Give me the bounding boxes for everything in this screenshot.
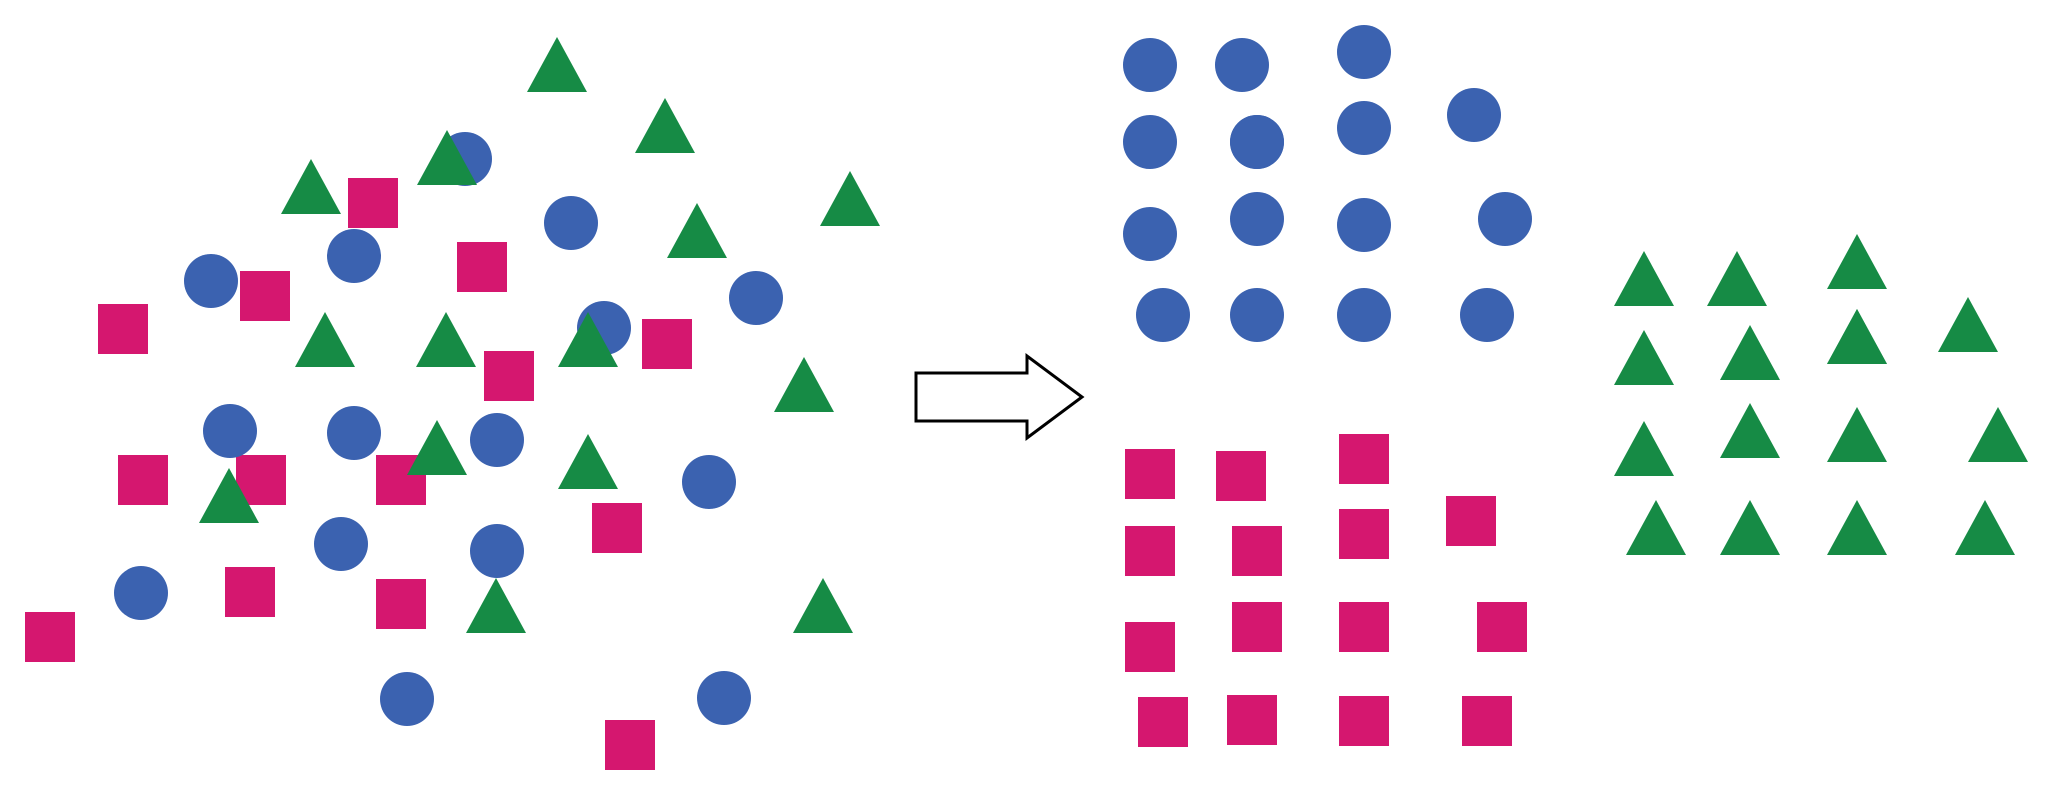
square-shape <box>1138 697 1188 747</box>
circle-shape <box>682 455 736 509</box>
circle-shape <box>729 271 783 325</box>
circle-shape <box>1478 192 1532 246</box>
triangle-shape <box>667 203 727 258</box>
square-shape <box>1339 602 1389 652</box>
circle-shape <box>1337 101 1391 155</box>
square-shape <box>484 351 534 401</box>
square-shape <box>118 455 168 505</box>
square-shape <box>457 242 507 292</box>
square-shape <box>1125 449 1175 499</box>
circle-shape <box>203 404 257 458</box>
triangle-shape <box>1968 407 2028 462</box>
square-shape <box>1477 602 1527 652</box>
sorted-triangles-group <box>1614 234 2028 555</box>
square-shape <box>1339 696 1389 746</box>
circle-shape <box>1447 88 1501 142</box>
triangle-shape <box>1614 421 1674 476</box>
triangle-shape <box>1720 403 1780 458</box>
triangle-shape <box>558 312 618 367</box>
triangle-shape <box>1827 407 1887 462</box>
circle-shape <box>1123 207 1177 261</box>
circle-shape <box>697 671 751 725</box>
triangle-shape <box>1720 500 1780 555</box>
mixed-shapes-group <box>25 37 880 770</box>
triangle-shape <box>199 468 259 523</box>
square-shape <box>98 304 148 354</box>
triangle-shape <box>407 420 467 475</box>
triangle-shape <box>1614 251 1674 306</box>
circle-shape <box>1230 288 1284 342</box>
square-shape <box>1216 451 1266 501</box>
circle-shape <box>1230 115 1284 169</box>
square-shape <box>1125 526 1175 576</box>
triangle-shape <box>1614 330 1674 385</box>
triangle-shape <box>1827 500 1887 555</box>
square-shape <box>1227 695 1277 745</box>
circle-shape <box>1337 198 1391 252</box>
triangle-shape <box>774 357 834 412</box>
triangle-shape <box>1938 297 1998 352</box>
circle-shape <box>184 254 238 308</box>
circle-shape <box>327 229 381 283</box>
square-shape <box>1339 434 1389 484</box>
square-shape <box>348 178 398 228</box>
triangle-shape <box>635 98 695 153</box>
sorted-squares-group <box>1125 434 1527 747</box>
circle-shape <box>1230 192 1284 246</box>
triangle-shape <box>820 171 880 226</box>
circle-shape <box>1136 288 1190 342</box>
triangle-shape <box>295 312 355 367</box>
circle-shape <box>1215 38 1269 92</box>
square-shape <box>1462 696 1512 746</box>
circle-shape <box>470 413 524 467</box>
triangle-shape <box>1707 251 1767 306</box>
triangle-shape <box>416 312 476 367</box>
square-shape <box>642 319 692 369</box>
right-arrow-icon <box>914 353 1085 441</box>
sorted-circles-group <box>1123 25 1532 342</box>
circle-shape <box>327 406 381 460</box>
circle-shape <box>114 566 168 620</box>
square-shape <box>605 720 655 770</box>
circle-shape <box>1337 25 1391 79</box>
circle-shape <box>1337 288 1391 342</box>
square-shape <box>1339 509 1389 559</box>
square-shape <box>1232 526 1282 576</box>
triangle-shape <box>417 130 477 185</box>
square-shape <box>592 503 642 553</box>
triangle-shape <box>1626 500 1686 555</box>
circle-shape <box>1123 115 1177 169</box>
triangle-shape <box>1955 500 2015 555</box>
square-shape <box>240 271 290 321</box>
circle-shape <box>1123 38 1177 92</box>
square-shape <box>25 612 75 662</box>
square-shape <box>1446 496 1496 546</box>
triangle-shape <box>1827 234 1887 289</box>
triangle-shape <box>1827 309 1887 364</box>
triangle-shape <box>281 159 341 214</box>
triangle-shape <box>793 578 853 633</box>
square-shape <box>1232 602 1282 652</box>
triangle-shape <box>527 37 587 92</box>
triangle-shape <box>558 434 618 489</box>
circle-shape <box>544 196 598 250</box>
square-shape <box>1125 622 1175 672</box>
square-shape <box>225 567 275 617</box>
circle-shape <box>314 517 368 571</box>
triangle-shape <box>1720 325 1780 380</box>
circle-shape <box>1460 288 1514 342</box>
circle-shape <box>380 672 434 726</box>
square-shape <box>376 579 426 629</box>
triangle-shape <box>466 578 526 633</box>
circle-shape <box>470 524 524 578</box>
